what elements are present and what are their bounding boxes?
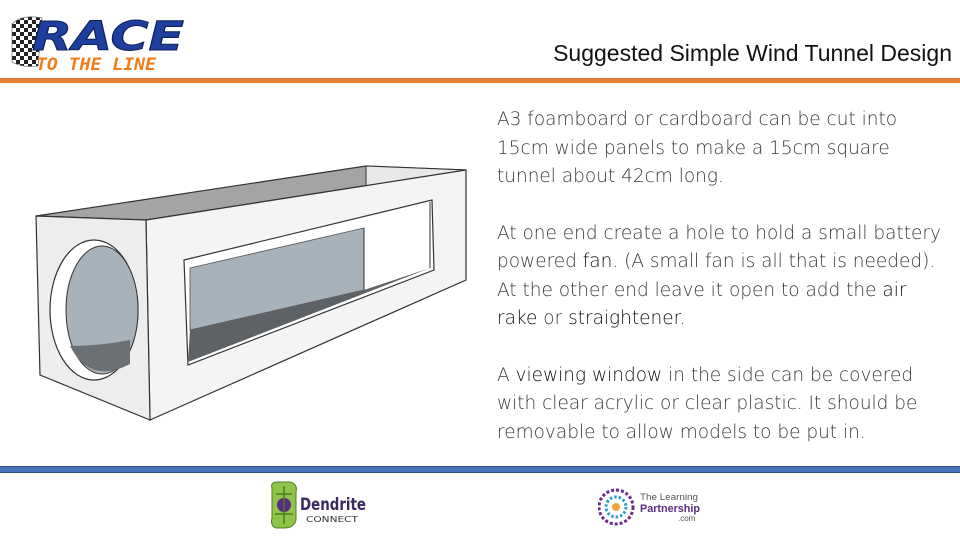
footer-divider	[0, 466, 960, 473]
keyword-air-rake: air rake	[497, 279, 907, 330]
learning-partnership-logo: The Learning Partnership .com	[598, 488, 700, 526]
paragraph-window: A viewing window in the side can be cove…	[497, 362, 947, 448]
header-divider	[0, 78, 960, 83]
dendrite-sub: CONNECT	[306, 515, 358, 524]
text-period: .	[679, 308, 686, 329]
keyword-viewing-window: viewing window	[515, 364, 663, 386]
dendrite-name: Dendrite	[300, 495, 366, 515]
text-or: or	[537, 308, 569, 329]
paragraph-materials: A3 foamboard or cardboard can be cut int…	[497, 109, 898, 187]
text-window-rest: in the side can be covered with clear ac…	[497, 364, 918, 443]
tlp-line1: The Learning	[640, 492, 698, 502]
paragraph-fan: At one end create a hole to hold a small…	[497, 220, 947, 277]
logo-line-text: TO THE LINE	[36, 55, 157, 74]
paragraph-open-end: At the other end leave it open to add th…	[497, 277, 947, 334]
wind-tunnel-illustration	[35, 165, 467, 421]
dendrite-connect-logo: Dendrite CONNECT	[271, 481, 366, 529]
slide-title: Suggested Simple Wind Tunnel Design	[553, 40, 952, 66]
tlp-line3: .com	[678, 514, 696, 523]
text-fan-intro: At one end create a hole to hold a small…	[497, 222, 941, 273]
race-to-the-line-logo: RACE TO THE LINE	[11, 14, 185, 74]
body-text: A3 foamboard or cardboard can be cut int…	[497, 106, 947, 475]
logo-race-text: RACE	[32, 14, 184, 60]
text-fan-rest: . (A small fan is all that is needed).	[612, 251, 936, 272]
keyword-fan: fan	[582, 251, 613, 272]
text-open-end-intro: At the other end leave it open to add th…	[497, 279, 883, 301]
keyword-straightener: straightener	[568, 308, 680, 329]
tlp-line2: Partnership	[640, 503, 700, 515]
window-floor	[188, 268, 430, 362]
text-window-intro: A	[497, 364, 516, 386]
